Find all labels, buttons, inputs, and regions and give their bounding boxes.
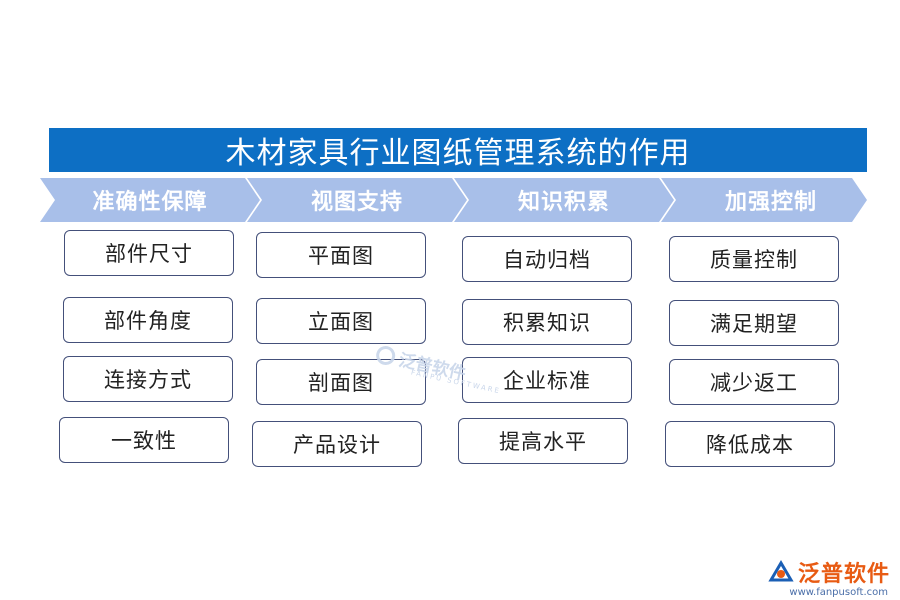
item-box: 产品设计 [252, 421, 422, 467]
item-box: 自动归档 [462, 236, 632, 282]
chevron-4 [661, 178, 867, 222]
column-header-1: 准确性保障 [92, 190, 208, 215]
item-box: 降低成本 [665, 421, 835, 467]
chevron-1 [40, 178, 260, 222]
item-box: 连接方式 [63, 356, 233, 402]
item-box: 立面图 [256, 298, 426, 344]
watermark: 泛普软件 [373, 341, 468, 384]
fanpu-logo-icon [768, 560, 794, 582]
item-box: 一致性 [59, 417, 229, 463]
item-box: 质量控制 [669, 236, 839, 282]
chevron-3 [454, 178, 674, 222]
column-header-3: 知识积累 [517, 190, 610, 215]
column-header-4: 加强控制 [724, 190, 817, 215]
item-box: 部件尺寸 [64, 230, 234, 276]
item-box: 平面图 [256, 232, 426, 278]
watermark-icon [376, 345, 396, 365]
item-box: 企业标准 [462, 357, 632, 403]
logo-text: 泛普软件 [797, 562, 890, 587]
column-header-2: 视图支持 [310, 190, 403, 215]
item-box: 减少返工 [669, 359, 839, 405]
chevron-2 [247, 178, 467, 222]
item-box: 提高水平 [458, 418, 628, 464]
item-box: 满足期望 [669, 300, 839, 346]
brand-logo[interactable]: 泛普软件 [768, 556, 890, 588]
item-box: 部件角度 [63, 297, 233, 343]
diagram-title: 木材家具行业图纸管理系统的作用 [49, 128, 867, 172]
item-box: 积累知识 [462, 299, 632, 345]
item-box: 剖面图 [256, 359, 426, 405]
logo-url[interactable]: www.fanpusoft.com [789, 587, 888, 598]
